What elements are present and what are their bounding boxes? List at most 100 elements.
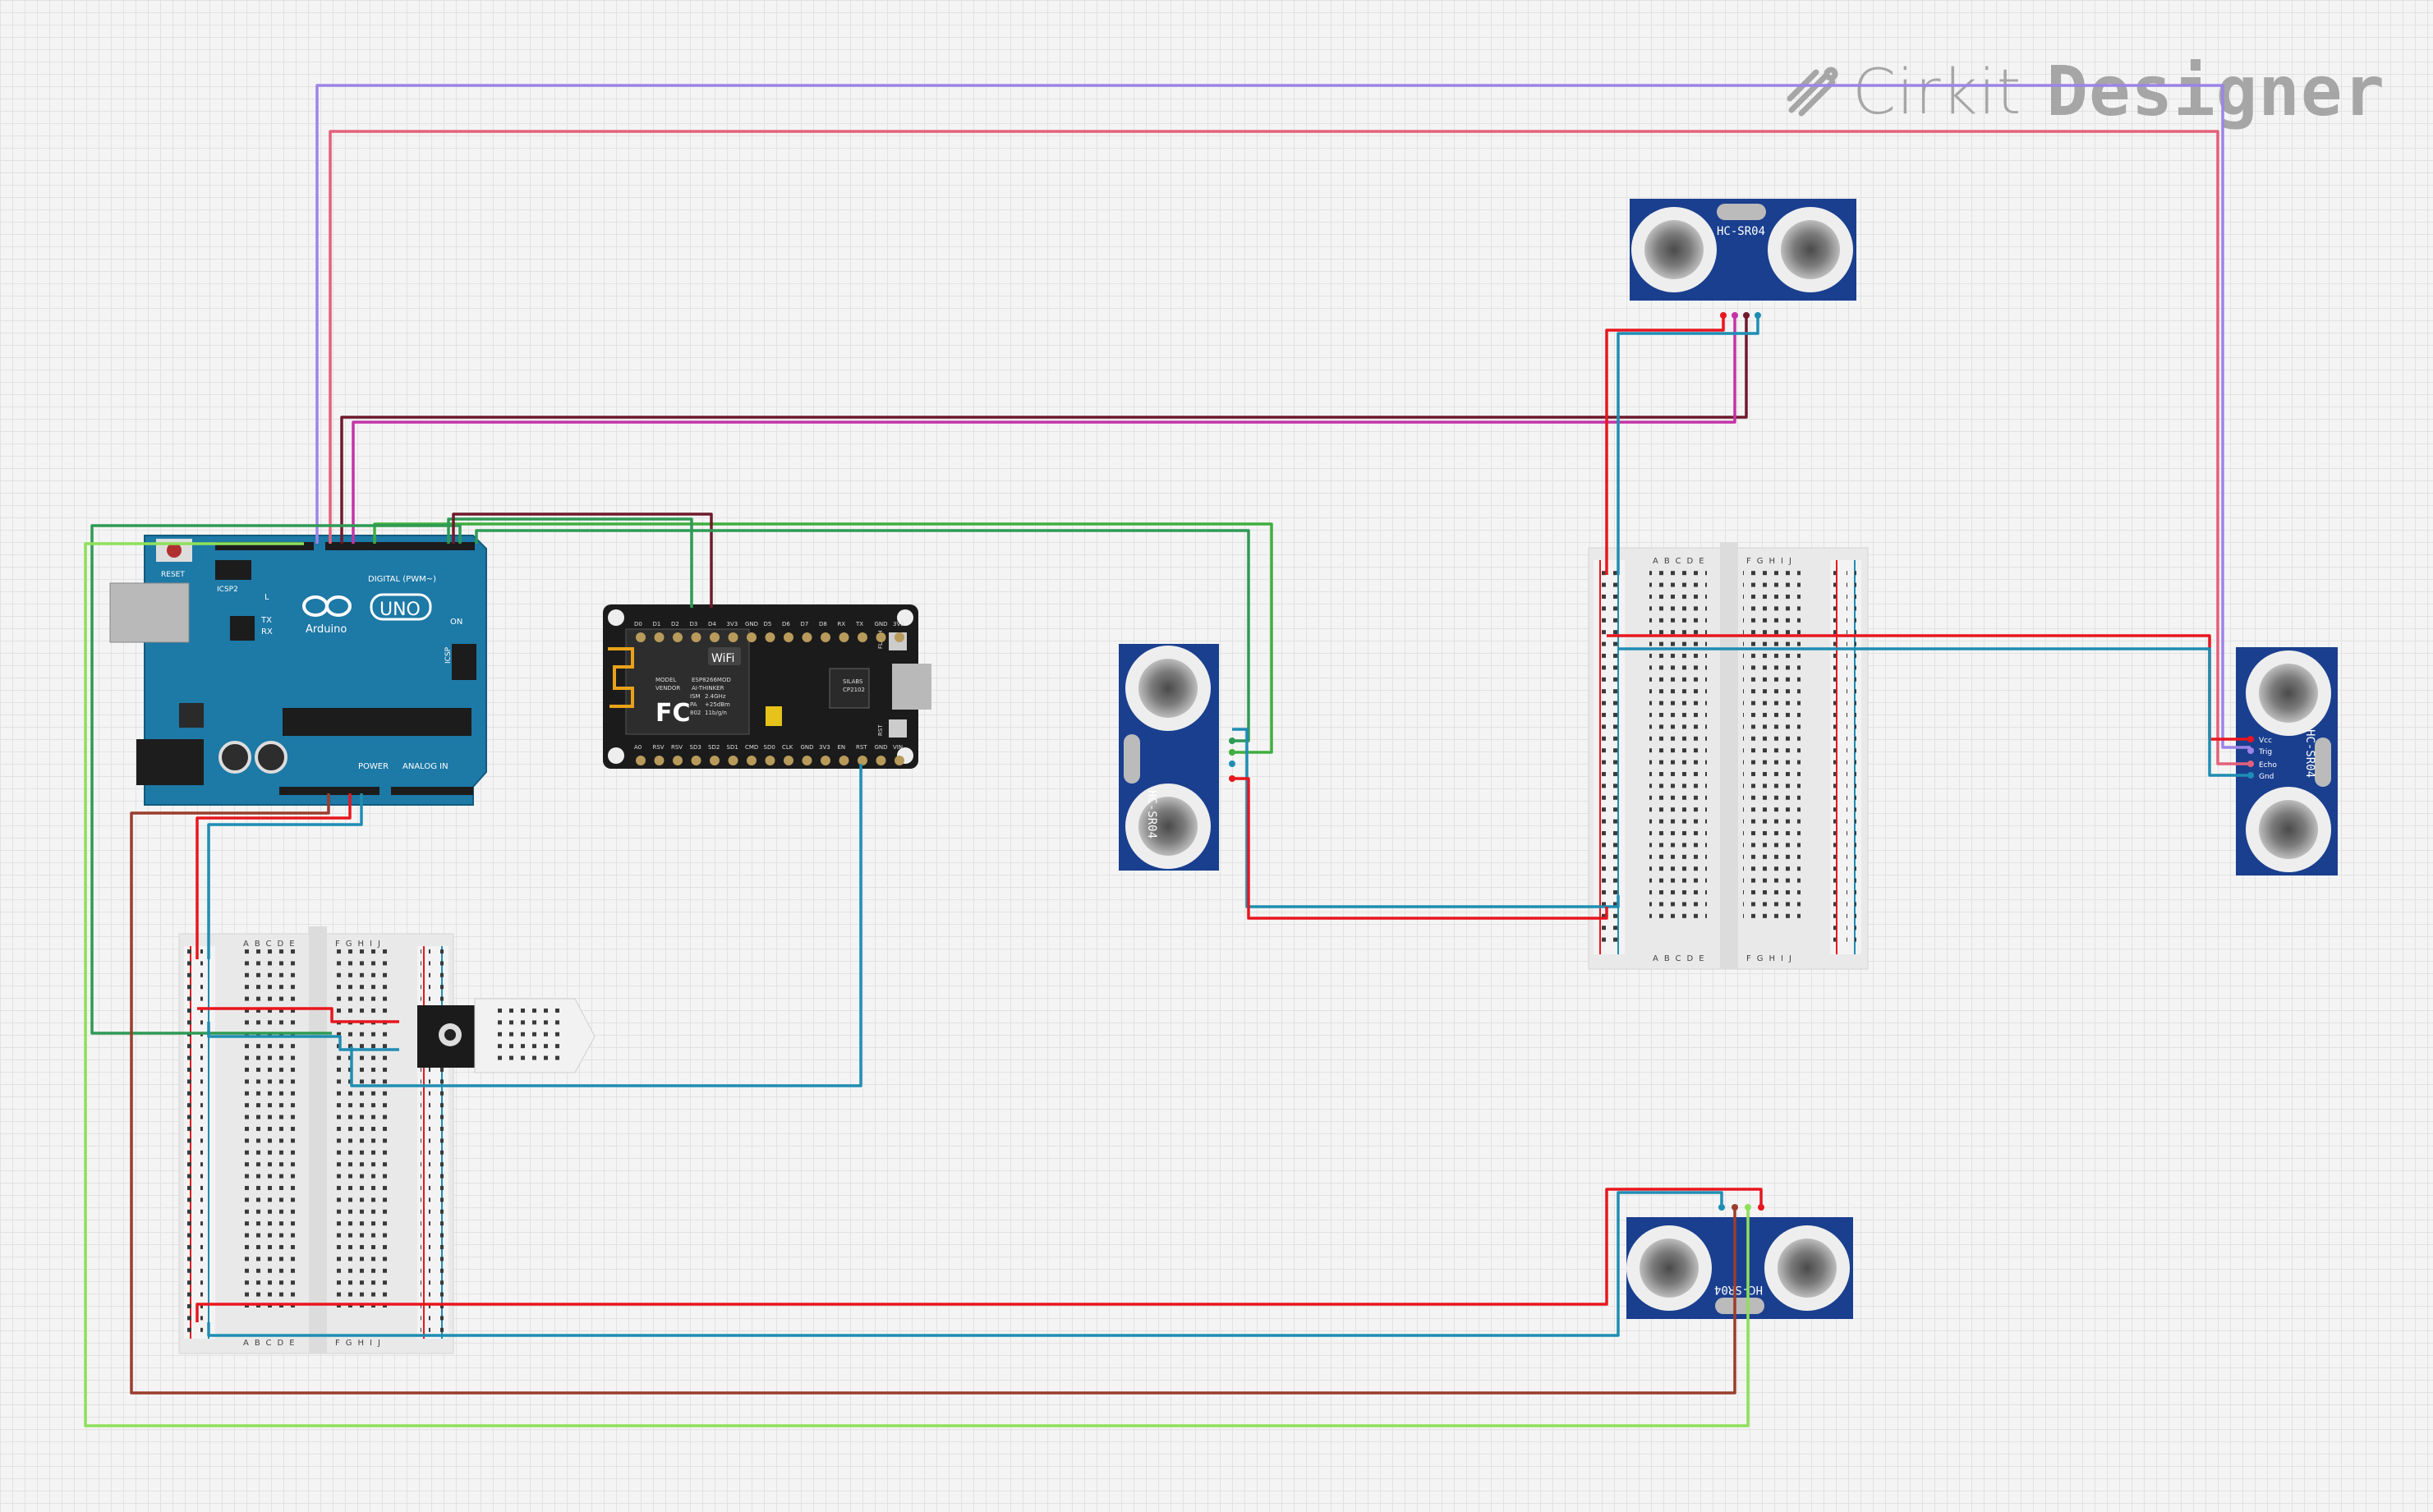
wires [84,84,2251,1427]
ultrasonic-sensor-bottom[interactable]: HC-SR04 [1626,1217,1853,1319]
wire-blue-dht[interactable] [207,1022,399,1051]
micro-usb-port [892,664,931,710]
cirkit-designer-logo: Cirkit Designer [1785,51,2385,131]
esp-bottom-pin-13[interactable] [876,756,886,765]
icsp2-label: ICSP2 [217,586,238,594]
wire-red-sensor-top[interactable] [1605,317,1725,575]
esp-bottom-pin-6[interactable] [747,756,757,765]
esp-top-pin-7[interactable] [765,632,775,642]
ultrasonic-sensor-middle[interactable]: HC-SR04 [1119,644,1219,871]
esp-top-pin-11[interactable] [839,632,849,642]
sensor-middle-model: HC-SR04 [1145,790,1158,839]
esp-bottom-pin-0[interactable] [636,756,646,765]
esp-top-pin-label-9: D7 [801,621,809,627]
led-rx-label: RX [261,627,273,637]
wire-brown-left[interactable] [130,793,1736,1395]
wire-darkgreen-esp[interactable] [447,517,693,608]
dht-temperature-humidity-sensor[interactable] [417,998,596,1073]
wire-blue-sensor-top[interactable] [1617,317,1759,575]
wire-lime-left[interactable] [84,542,1750,1427]
esp-top-pin-0[interactable] [636,632,646,642]
wire-red-sensor-middle[interactable] [1232,777,1608,920]
brand-word-designer: Designer [2046,51,2385,131]
esp-bottom-pin-label-9: GND [801,744,814,751]
esp8266-nodemcu-board[interactable]: WiFi FC MODEL VENDOR ISM PA 802 ESP8266M… [603,604,931,769]
sensor-top-model: HC-SR04 [1717,225,1765,238]
esp-top-pin-1[interactable] [654,632,665,642]
wire-purple-top[interactable] [315,84,2251,749]
wire-red-5v[interactable] [195,793,352,959]
power-header-label: POWER [358,762,389,771]
esp-bottom-pin-label-8: CLK [782,744,793,751]
esp-bottom-pin-7[interactable] [765,756,775,765]
esp-bottom-pin-3[interactable] [691,756,701,765]
esp-top-pin-10[interactable] [821,632,830,642]
esp-top-pin-12[interactable] [858,632,867,642]
esp-top-pin-label-3: D3 [690,621,698,627]
esp-top-pin-6[interactable] [747,632,757,642]
esp-top-pin-5[interactable] [728,632,738,642]
arduino-uno-board[interactable]: RESET ICSP2 ICSP DIGITAL (PWM~) POWER AN… [109,535,487,806]
brand-word-cirkit: Cirkit [1852,54,2022,128]
esp-top-pin-label-5: 3V3 [727,621,738,627]
svg-text:ABCDE: ABCDE [1653,557,1710,566]
rst-label: RST [877,724,884,736]
esp-top-pin-14[interactable] [895,632,904,642]
wire-blue-sensor-right[interactable] [1618,647,2251,777]
wire-blue-bottom[interactable] [207,1191,1723,1337]
esp-top-pin-label-14: 3V3 [893,621,904,627]
esp-bottom-pin-5[interactable] [728,756,738,765]
esp-bottom-pin-11[interactable] [839,756,849,765]
sensor-right-model: HC-SR04 [2303,729,2316,778]
svg-text:ABCDE: ABCDE [243,940,301,949]
module-value-2: 2.4GHz [705,693,726,700]
rst-button[interactable] [889,719,907,738]
wire-green-sensor-middle[interactable] [373,522,1273,754]
esp-bottom-pin-10[interactable] [821,756,830,765]
module-value-4: 11b/g/n [705,710,727,716]
wire-red-dht[interactable] [197,1007,399,1023]
analog-header-label: ANALOG IN [402,762,448,771]
esp-bottom-pin-1[interactable] [654,756,665,765]
sensor-right-pin-vcc: Vcc [2259,737,2272,745]
wire-magenta-sensor-top[interactable] [352,317,1736,544]
wifi-label: WiFi [711,652,734,665]
esp-bottom-pin-label-10: 3V3 [819,744,830,751]
esp-bottom-pin-4[interactable] [710,756,720,765]
esp-top-pin-label-10: D8 [819,621,827,627]
icsp-label: ICSP [444,646,453,664]
esp-top-pin-4[interactable] [710,632,720,642]
esp-top-pin-13[interactable] [876,632,886,642]
esp-bottom-pin-2[interactable] [673,756,683,765]
module-line-3: PA [690,701,697,708]
pin-dots [1229,312,2254,1211]
esp-top-pin-9[interactable] [802,632,812,642]
wire-blue-gnd[interactable] [207,793,363,959]
module-value-1: AI-THINKER [692,685,724,692]
usb-port [109,582,190,643]
wire-pink-top[interactable] [329,130,2251,765]
esp-top-pin-2[interactable] [673,632,683,642]
esp-bottom-pin-8[interactable] [784,756,793,765]
wire-red-bottom[interactable] [195,1188,1763,1322]
wire-teal-green-dht[interactable] [90,524,462,1035]
svg-text:FGHIJ: FGHIJ [1746,557,1797,566]
wire-blue-sensor-middle[interactable] [1232,728,1620,908]
breadboard-left: ABCDE FGHIJ ABCDE FGHIJ [178,926,454,1354]
wire-blue-esp-dht[interactable] [350,764,862,1087]
esp-top-pin-3[interactable] [691,632,701,642]
esp-bottom-pin-label-4: SD2 [708,744,720,751]
wire-maroon-sensor-top[interactable] [340,317,1748,544]
svg-text:ABCDE: ABCDE [1653,954,1710,963]
wire-green-sensor-middle-2[interactable] [475,529,1250,742]
ultrasonic-sensor-top[interactable]: HC-SR04 [1630,199,1856,301]
reset-button[interactable] [167,543,182,558]
esp-top-pin-8[interactable] [784,632,793,642]
esp-bottom-pin-12[interactable] [858,756,867,765]
arduino-infinity-logo [302,593,432,621]
esp-bottom-pin-9[interactable] [802,756,812,765]
esp-top-pin-label-2: D2 [671,621,679,627]
esp-bottom-pin-14[interactable] [895,756,904,765]
wire-maroon-esp[interactable] [452,512,713,608]
ultrasonic-sensor-right[interactable]: HC-SR04 [2236,647,2338,875]
